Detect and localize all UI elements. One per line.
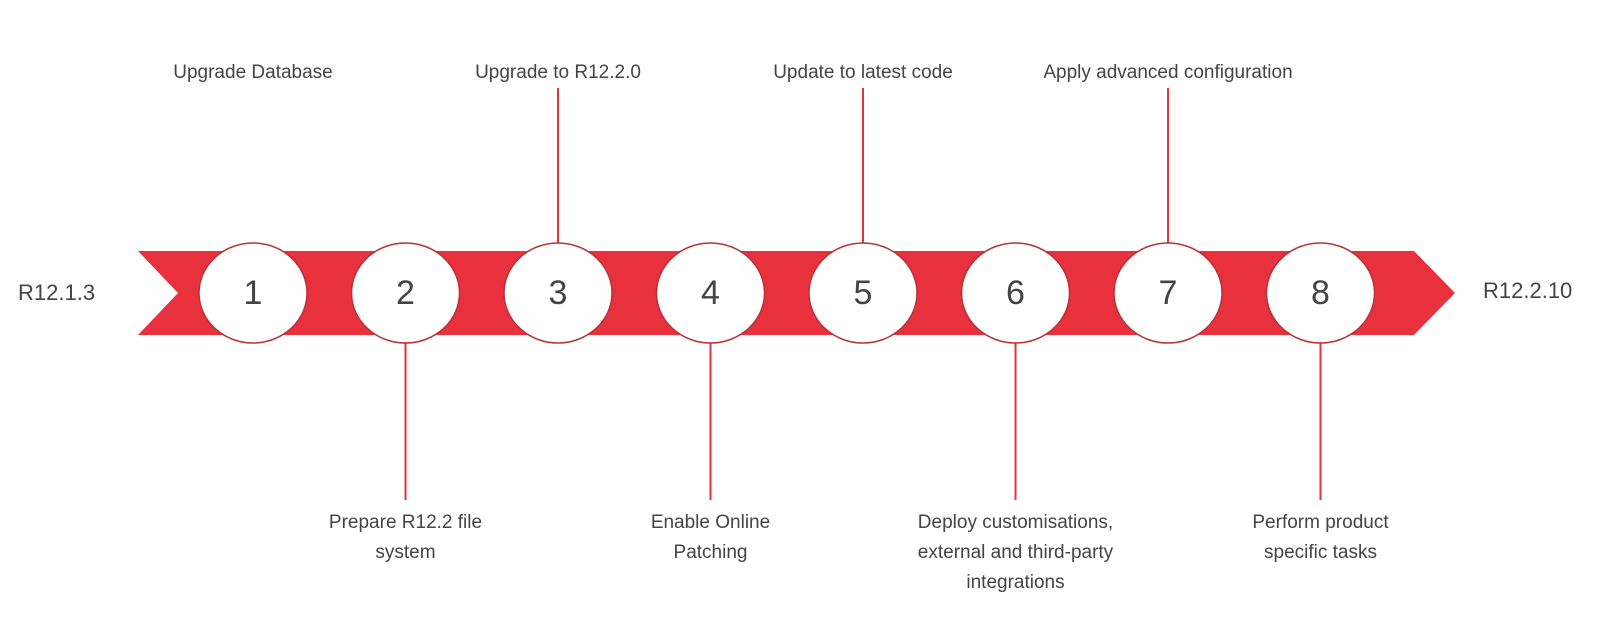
step-circle <box>1265 242 1376 344</box>
step-label: Upgrade Database <box>173 62 333 83</box>
step-circle <box>1113 242 1223 344</box>
step-circles <box>198 242 1376 344</box>
connector-lines <box>404 88 1322 500</box>
step-circle <box>503 242 613 344</box>
step-label-line: Enable Online <box>650 512 771 533</box>
step-label: Prepare R12.2 file system <box>329 508 482 568</box>
step-label: Upgrade to R12.2.0 <box>475 62 641 83</box>
step-label: Update to latest code <box>773 62 953 83</box>
step-number: 7 <box>1158 274 1178 312</box>
step-label-line: Deploy customisations, <box>917 512 1114 533</box>
step-number: 6 <box>1006 274 1025 312</box>
step-circle <box>808 242 918 344</box>
start-version-label: R12.1.3 <box>18 280 96 305</box>
step-number: 3 <box>548 274 568 312</box>
step-label: Perform product specific tasks <box>1252 508 1388 568</box>
step-label: Apply advanced configuration <box>1043 62 1293 83</box>
step-number: 8 <box>1311 274 1330 312</box>
step-label-line: Perform product <box>1252 512 1389 533</box>
step-label-line: external and third-party <box>917 542 1114 563</box>
step-label: Deploy customisations, external and third… <box>918 508 1113 598</box>
step-circle <box>350 242 461 344</box>
step-label-line: Patching <box>673 542 748 563</box>
step-label-line: system <box>375 542 436 563</box>
step-circle <box>960 242 1071 344</box>
step-number: 1 <box>243 274 263 312</box>
timeline-arrow <box>138 251 1455 335</box>
end-version-label: R12.2.10 <box>1483 278 1573 303</box>
step-label-line: Prepare R12.2 file <box>328 512 483 533</box>
step-circle <box>198 242 308 344</box>
step-label-line: specific tasks <box>1264 542 1377 563</box>
step-number: 5 <box>853 274 873 312</box>
step-number: 2 <box>396 274 415 312</box>
step-label-line: integrations <box>966 572 1065 593</box>
step-number: 4 <box>701 274 720 312</box>
step-circle <box>655 242 766 344</box>
